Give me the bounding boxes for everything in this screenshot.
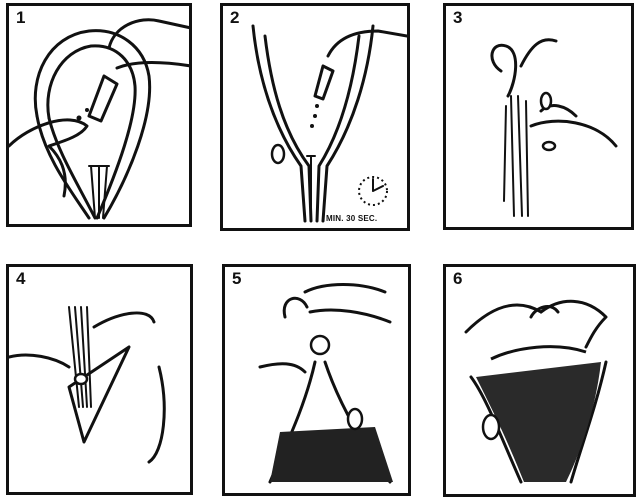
timer-dial-icon	[359, 177, 387, 205]
step-6-illustration	[446, 267, 633, 494]
step-number: 5	[232, 269, 241, 289]
step-5-illustration	[225, 267, 408, 493]
step-3-illustration	[446, 6, 631, 227]
step-5-panel: 5	[222, 264, 411, 496]
step-1-panel: 1	[6, 3, 192, 227]
timer-label: MIN. 30 SEC.	[326, 214, 377, 223]
step-number: 2	[230, 8, 239, 28]
step-number: 6	[453, 269, 462, 289]
step-1-illustration	[9, 6, 189, 224]
step-4-illustration	[9, 267, 190, 492]
step-number: 1	[16, 8, 25, 28]
step-3-panel: 3	[443, 3, 634, 230]
step-6-panel: 6	[443, 264, 636, 497]
step-4-panel: 4	[6, 264, 193, 495]
step-number: 4	[16, 269, 25, 289]
step-2-panel: 2 MIN. 30 SEC.	[220, 3, 410, 231]
step-2-illustration	[223, 6, 407, 228]
step-number: 3	[453, 8, 462, 28]
